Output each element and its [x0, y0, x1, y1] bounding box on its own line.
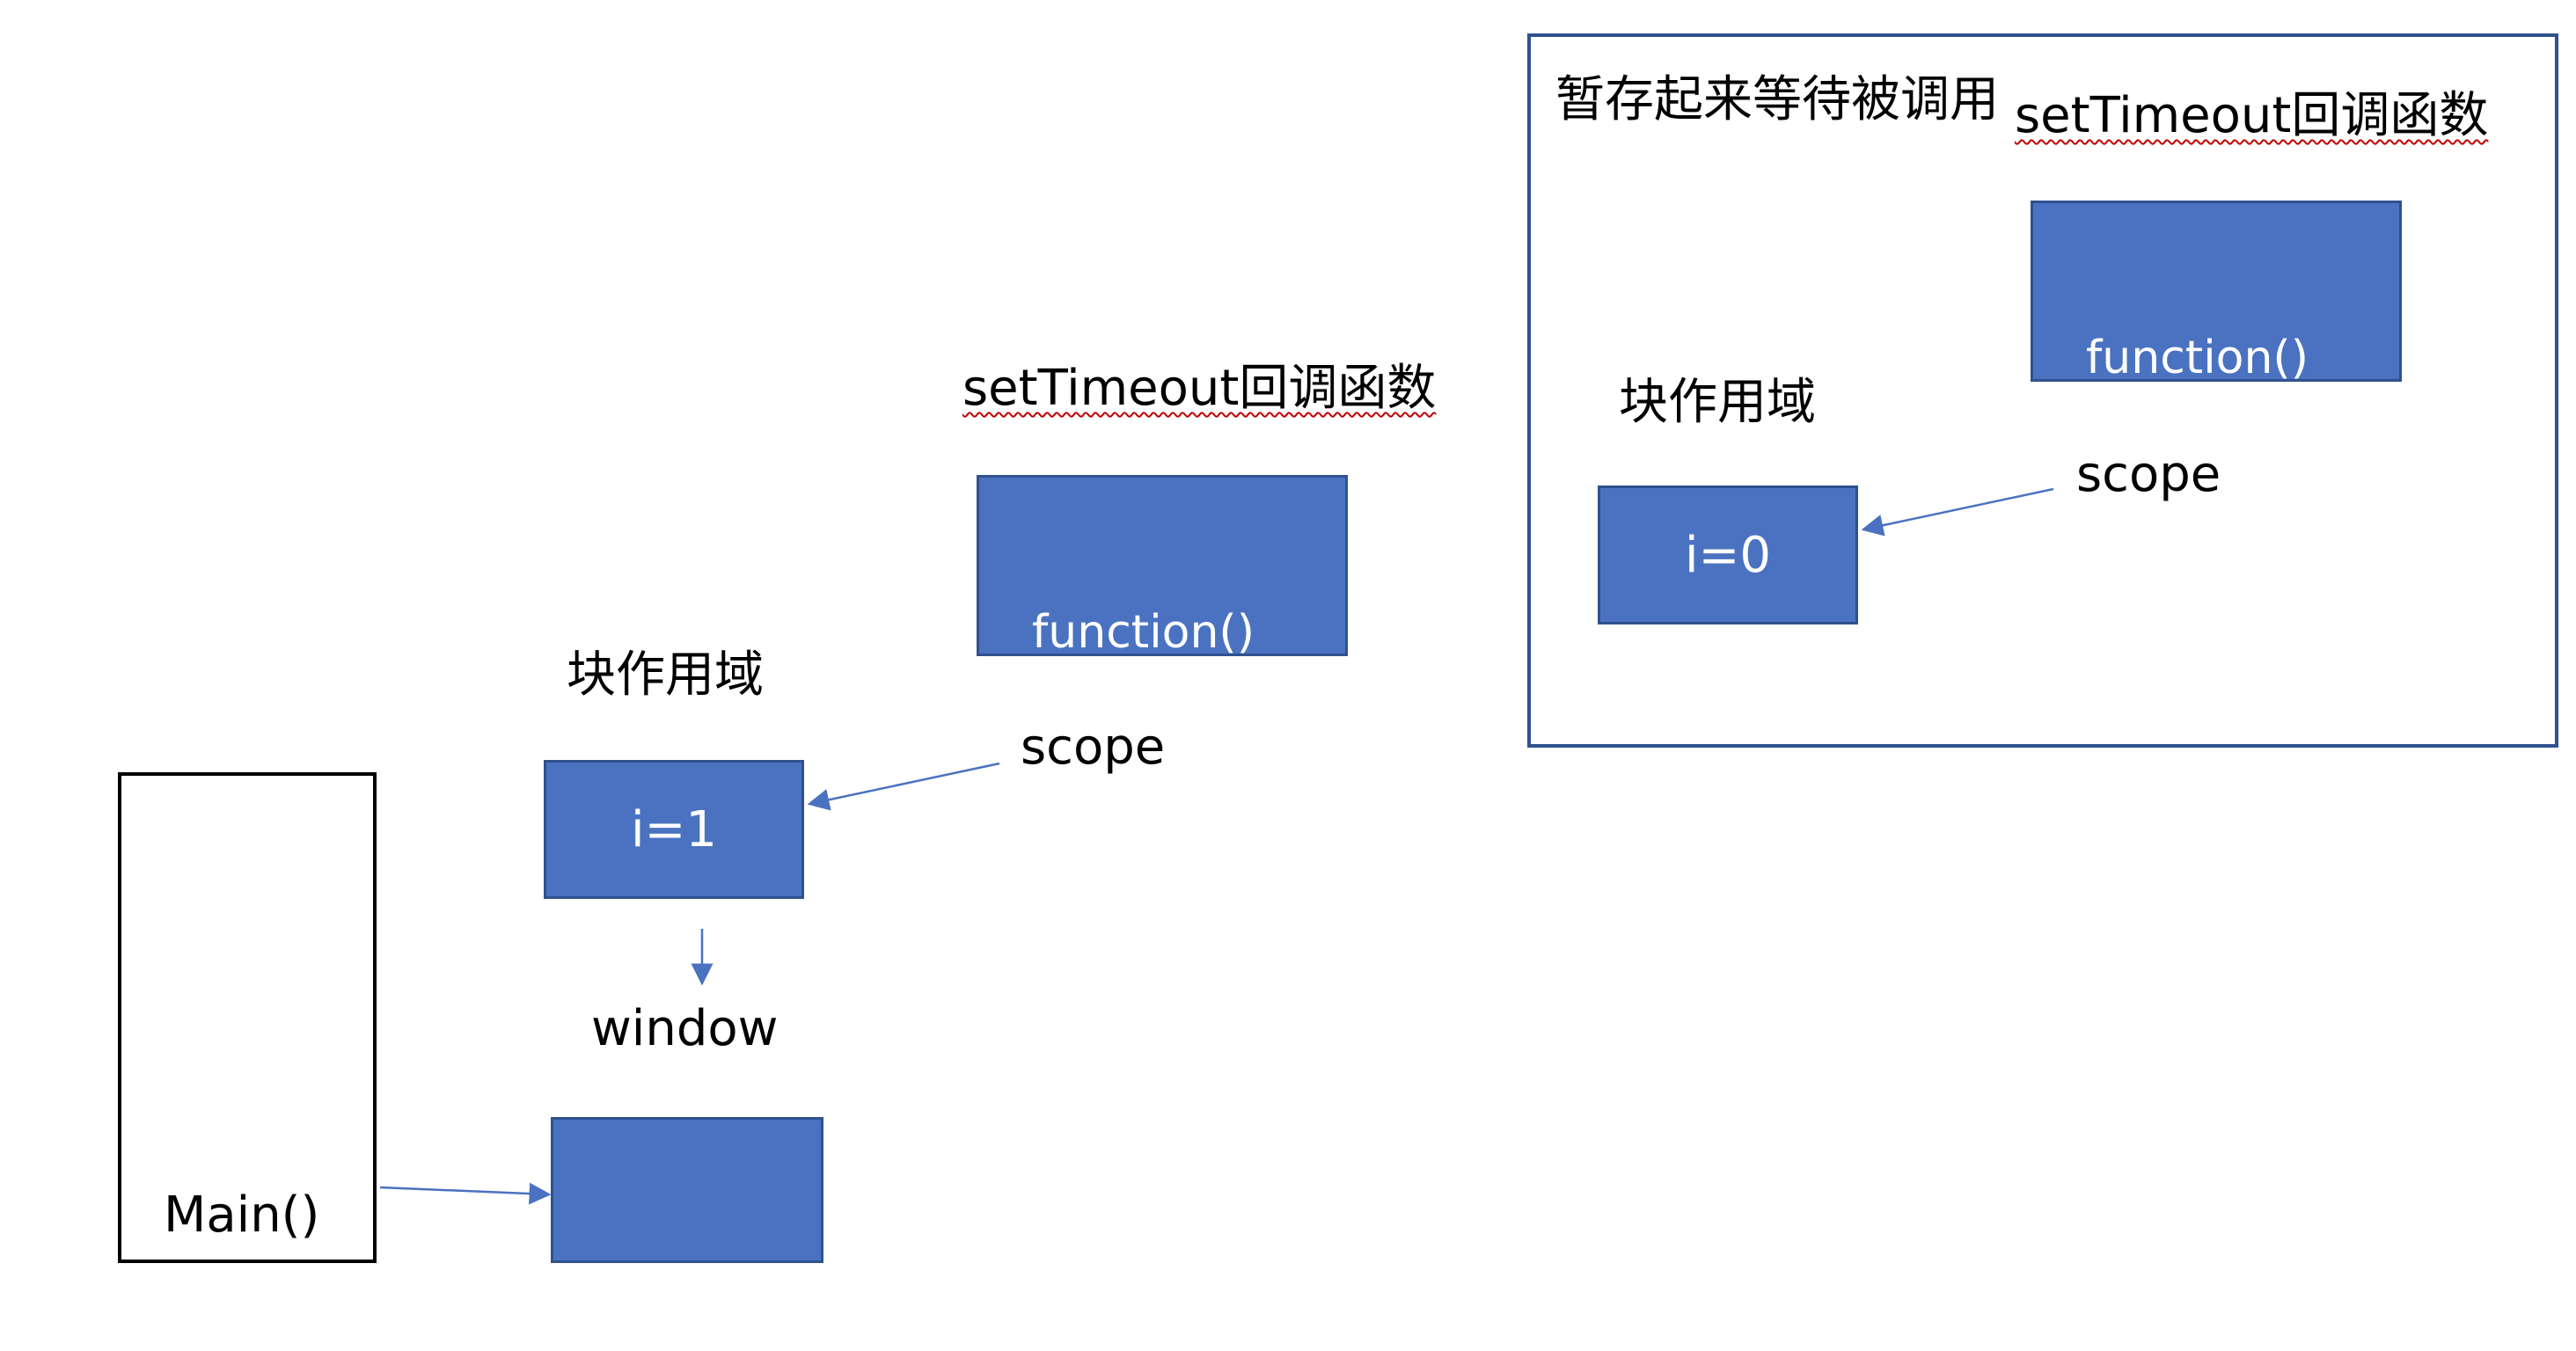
- callback-function-box-right: function() { console.log(i); }: [2031, 201, 2418, 743]
- main-frame: Main(): [118, 772, 377, 1263]
- callback-code-right: function() { console.log(i); }: [2051, 208, 2418, 866]
- window-box: [551, 1117, 823, 1263]
- block-scope-title-right: 块作用域: [1619, 374, 1816, 431]
- callback-title-left-text: setTimeout回调函数: [962, 360, 1437, 417]
- callback-title-left: setTimeout回调函数: [962, 364, 1436, 413]
- scope-label-right: scope: [2076, 446, 2221, 503]
- deferred-panel: [1527, 33, 2558, 748]
- deferred-panel-title: 暂存起来等待被调用: [1555, 71, 1999, 128]
- callback-title-right-text: setTimeout回调函数: [2015, 87, 2489, 144]
- arrow-scope-left: [807, 762, 1000, 811]
- block-scope-title-left: 块作用域: [567, 646, 764, 704]
- scope-label-left: scope: [1021, 719, 1166, 776]
- block-scope-box-right: i=0: [1598, 486, 1858, 624]
- callback-function-box-left: function() { console.log(i); }: [977, 475, 1364, 1018]
- code-line: function(): [1032, 606, 1255, 659]
- scope-value-right: i=0: [1684, 526, 1772, 584]
- code-line: }: [2051, 690, 2081, 743]
- window-label: window: [591, 1000, 779, 1057]
- main-frame-label: Main(): [164, 1187, 320, 1244]
- code-line: { console.log(i);: [2051, 508, 2418, 567]
- block-scope-box-left: i=1: [544, 760, 804, 899]
- code-line: }: [997, 965, 1027, 1018]
- scope-value-left: i=1: [630, 800, 718, 858]
- callback-code-left: function() { console.log(i); }: [997, 483, 1364, 1141]
- callback-title-right: setTimeout回调函数: [2015, 91, 2488, 141]
- arrow-main-to-window: [379, 1182, 552, 1205]
- code-line-text: { console.log(i);: [997, 785, 1364, 838]
- code-line-text: { console.log(i);: [2051, 511, 2418, 564]
- code-line: function(): [2086, 332, 2309, 384]
- code-line: { console.log(i);: [997, 782, 1364, 842]
